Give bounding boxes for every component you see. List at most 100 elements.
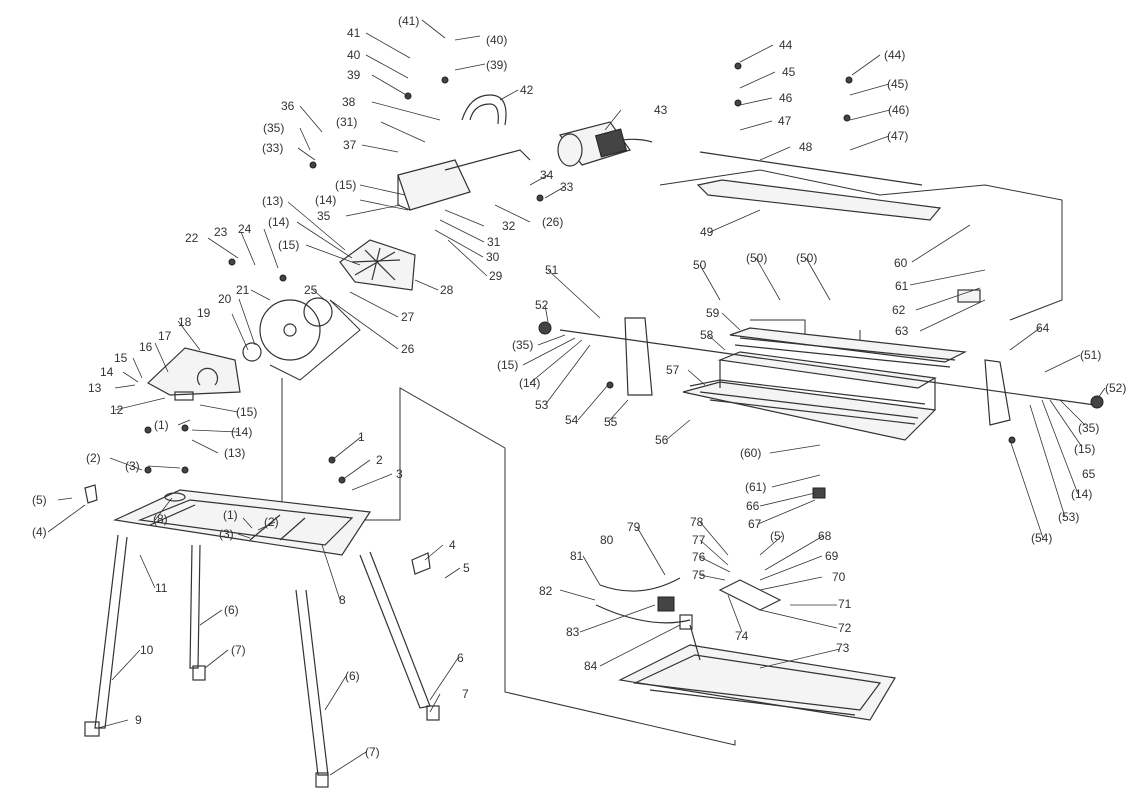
callout-label: (45) [887,77,908,91]
callout-label: 24 [238,222,252,236]
callout-label: (60) [740,446,761,460]
callout-label: (47) [887,129,908,143]
callout-label: (26) [542,215,563,229]
callout-label: (13) [224,446,245,460]
table-group-boundary [659,169,1063,321]
callout-label: (6) [224,603,239,617]
right-support [984,359,1011,426]
sliding-table [682,327,968,441]
callout-label: 38 [342,95,356,109]
callout-label: 64 [1036,321,1050,335]
stand-top [112,489,372,556]
callout-label: 10 [140,643,154,657]
callout-label: 23 [214,225,228,239]
callout-label: 18 [178,315,192,329]
callout-label: 62 [892,303,906,317]
callout-label: (13) [262,194,283,208]
callout-label: 39 [347,68,361,82]
callout-label: (50) [796,251,817,265]
callout-label: 4 [449,538,456,552]
callout-label: (35) [512,338,533,352]
callout-label: 3 [396,467,403,481]
callout-label: 36 [281,99,295,113]
callout-label: 78 [690,515,704,529]
pump-assembly [595,577,701,661]
callout-label: (41) [398,14,419,28]
callout-label: 65 [1082,467,1096,481]
callout-label: 50 [693,258,707,272]
callout-label: 33 [560,180,574,194]
callout-label: 7 [462,687,469,701]
knob-right [1090,395,1104,409]
callout-label: (5) [32,493,47,507]
callout-label: 27 [401,310,415,324]
left-support [624,317,653,396]
callout-label: 66 [746,499,760,513]
callout-label: (15) [335,178,356,192]
callout-label: (14) [315,193,336,207]
callout-label: (7) [231,643,246,657]
water-tray [618,644,896,721]
callout-label: (35) [263,121,284,135]
callout-label: 42 [520,83,534,97]
callout-label: 12 [110,403,124,417]
callout-label: 68 [818,529,832,543]
callout-label: 52 [535,298,549,312]
callout-label: 28 [440,283,454,297]
callout-label: 16 [139,340,153,354]
callout-label: (14) [519,376,540,390]
callout-label: 30 [486,250,500,264]
callout-label: (6) [345,669,360,683]
callout-label: 61 [895,279,909,293]
callout-label: 51 [545,263,559,277]
callout-label: 60 [894,256,908,270]
callout-label: 41 [347,26,361,40]
callout-label: 20 [218,292,232,306]
callout-label: 2 [376,453,383,467]
flange [303,297,333,327]
callout-label: 15 [114,351,128,365]
blade-guard [339,239,416,291]
callout-label: (15) [278,238,299,252]
callout-label: 11 [155,581,168,595]
callout-label: (1) [223,508,238,522]
callout-label: (14) [268,215,289,229]
fasteners [144,62,1016,499]
callout-label: 72 [838,621,852,635]
callout-label: (2) [86,451,101,465]
callout-label: 32 [502,219,516,233]
callout-label: 37 [343,138,357,152]
callout-label: (1) [154,418,169,432]
callout-label: (50) [746,251,767,265]
callout-label: 56 [655,433,669,447]
callout-label: 29 [489,269,503,283]
callout-label: (39) [486,58,507,72]
callout-label: (52) [1105,381,1126,395]
callout-label: 70 [832,570,846,584]
callout-label: 59 [706,306,720,320]
knob-left [538,321,552,335]
callout-label: 43 [654,103,668,117]
callout-label: (2) [264,515,279,529]
callout-label: 47 [778,114,792,128]
callout-label: 26 [401,342,415,356]
callout-label: 75 [692,568,706,582]
callout-label: 77 [692,533,706,547]
callout-label: (40) [486,33,507,47]
callout-label: (7) [365,745,380,759]
callout-label: (15) [1074,442,1095,456]
callout-label: 49 [700,225,714,239]
callout-label: (3) [219,527,234,541]
callout-label: 35 [317,209,331,223]
callout-label: 48 [799,140,813,154]
stand-legs [84,534,440,788]
callout-label: (3) [125,459,140,473]
callout-label: 45 [782,65,796,79]
callout-label: 55 [604,415,618,429]
callout-label: 76 [692,550,706,564]
callout-label: 8 [339,593,346,607]
motor-bracket [397,149,531,211]
callout-label: 44 [779,38,793,52]
part-drawings [84,62,1104,788]
clamp-left [84,484,98,504]
